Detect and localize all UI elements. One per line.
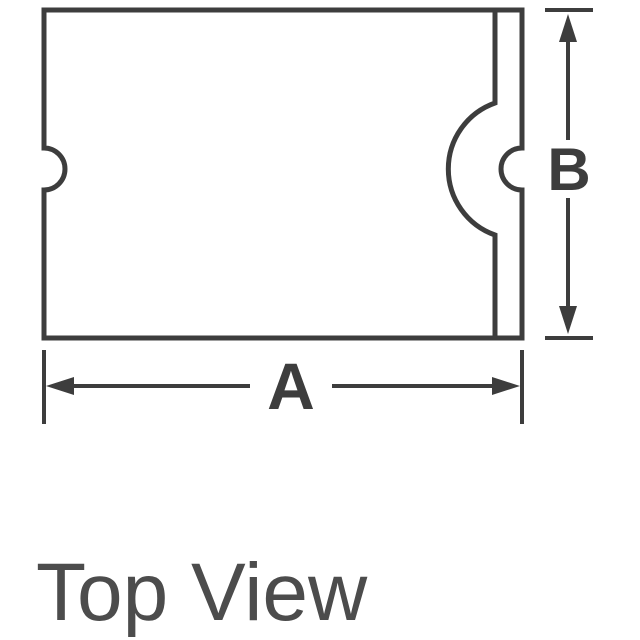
arrowheads-group — [46, 14, 577, 395]
dimension-lines-group — [42, 8, 593, 424]
right-terminal-line — [445, 10, 498, 338]
dim-a-label: A — [267, 349, 315, 423]
labels-group: B A Top View — [36, 136, 591, 638]
diagram-title: Top View — [36, 547, 368, 638]
dim-b-arrow-down-icon — [559, 306, 577, 334]
component-body-outline — [41, 7, 525, 341]
dim-a-arrow-left-icon — [46, 377, 74, 395]
dim-a-arrow-right-icon — [492, 377, 520, 395]
dim-b-label: B — [547, 136, 590, 203]
dim-b-arrow-up-icon — [559, 14, 577, 42]
component-outline-group — [41, 7, 525, 341]
